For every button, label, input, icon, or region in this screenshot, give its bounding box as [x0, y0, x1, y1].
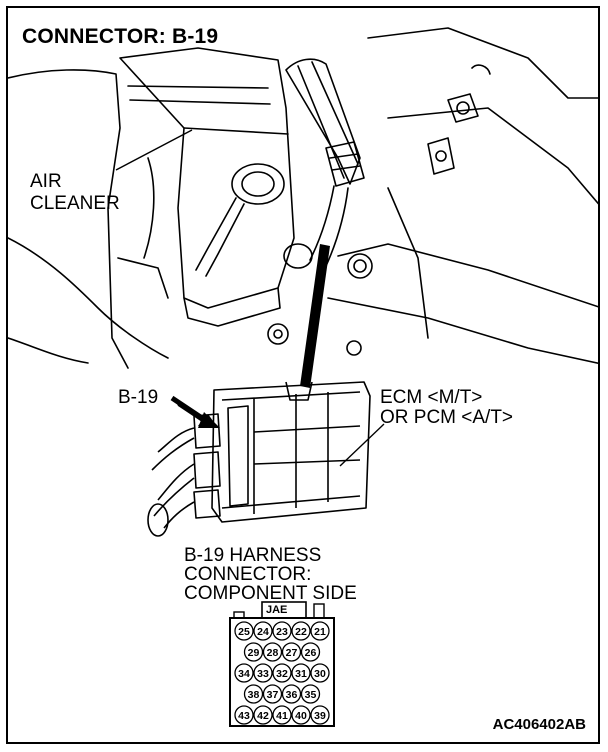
- pin-26-outline: [300, 642, 321, 662]
- harness-caption-line3: COMPONENT SIDE: [184, 583, 357, 604]
- pin-22-label: 22: [295, 626, 307, 638]
- connector-ref-label: B-19: [118, 387, 159, 408]
- pin-37-outline: [262, 684, 283, 704]
- pin-34-outline: [234, 663, 254, 683]
- pin-32-outline: [272, 663, 292, 683]
- pin-33-outline: [253, 663, 273, 683]
- pin-29-outline: [243, 642, 264, 662]
- pin-27-label: 27: [286, 647, 298, 659]
- air-cleaner-label-line2: CLEANER: [30, 193, 120, 214]
- engine-bay-illustration: 25 24 23 22 21 29 28 27 26 34 33 32 31 30 38 37 36 35 43 42…: [8, 27, 598, 727]
- pin-30-label: 30: [314, 668, 326, 680]
- pin-40-label: 40: [295, 710, 307, 722]
- pin-31-label: 31: [295, 668, 307, 680]
- pin-23-outline: [272, 621, 292, 641]
- ecm-label-line1: ECM <M/T>: [380, 387, 483, 408]
- pin-36-outline: [281, 684, 302, 704]
- pin-34-label: 34: [238, 668, 250, 680]
- pin-25-label: 25: [238, 626, 250, 638]
- pin-28-label: 28: [267, 647, 279, 659]
- pin-29-label: 29: [248, 647, 260, 659]
- page-title: CONNECTOR: B-19: [22, 25, 219, 48]
- connector-key-label: JAE: [266, 604, 288, 616]
- harness-caption-line2: CONNECTOR:: [184, 564, 312, 585]
- harness-caption: B-19 HARNESS CONNECTOR: COMPONENT SIDE: [184, 546, 357, 603]
- pin-43-outline: [234, 705, 254, 725]
- pin-21-label: 21: [314, 626, 326, 638]
- pin-39-label: 39: [314, 710, 326, 722]
- pin-41-label: 41: [276, 710, 288, 722]
- pin-23-label: 23: [276, 626, 288, 638]
- pin-42-outline: [253, 705, 273, 725]
- air-cleaner-label-line1: AIR: [30, 171, 62, 192]
- pin-38-outline: [243, 684, 264, 704]
- pin-43-label: 43: [238, 710, 250, 722]
- figure-code: AC406402AB: [492, 716, 586, 733]
- pin-36-label: 36: [286, 689, 298, 701]
- harness-caption-line1: B-19 HARNESS: [184, 545, 322, 566]
- pin-28-outline: [262, 642, 283, 662]
- pin-32-label: 32: [276, 668, 288, 680]
- pin-41-outline: [272, 705, 292, 725]
- pin-31-outline: [291, 663, 311, 683]
- connector-face: 25 24 23 22 21 29 28 27 26 34 33 32 31 30 38 37 36 35 43 42…: [229, 601, 335, 727]
- pin-22-outline: [291, 621, 311, 641]
- pin-42-label: 42: [257, 710, 269, 722]
- pin-24-outline: [253, 621, 273, 641]
- pin-21-outline: [310, 621, 330, 641]
- pin-40-outline: [291, 705, 311, 725]
- pin-39-outline: [310, 705, 330, 725]
- pin-37-label: 37: [267, 689, 279, 701]
- pin-27-outline: [281, 642, 302, 662]
- ecm-label-line2: OR PCM <A/T>: [380, 407, 514, 428]
- pin-33-label: 33: [257, 668, 269, 680]
- pin-25-outline: [234, 621, 254, 641]
- diagram-frame: 25 24 23 22 21 29 28 27 26 34 33 32 31 30 38 37 36 35 43 42…: [6, 6, 600, 744]
- pin-35-label: 35: [305, 689, 317, 701]
- pin-24-label: 24: [257, 626, 269, 638]
- pin-38-label: 38: [248, 689, 260, 701]
- pin-26-label: 26: [305, 647, 317, 659]
- pin-30-outline: [310, 663, 330, 683]
- pin-35-outline: [300, 684, 321, 704]
